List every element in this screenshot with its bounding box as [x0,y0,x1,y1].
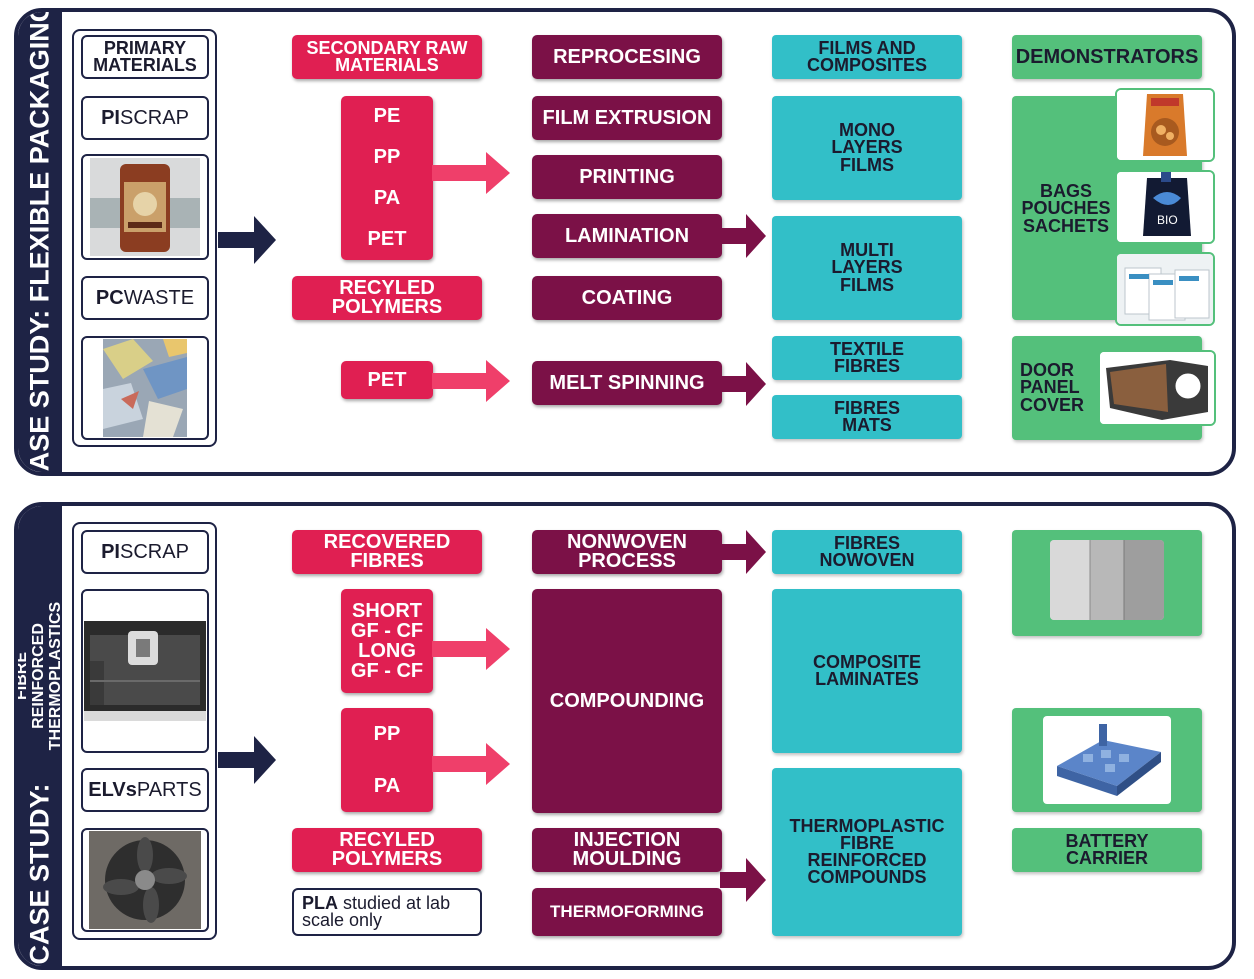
pet-fibre-polymer: PET [341,361,433,399]
demonstrators-header: DEMONSTRATORS [1012,35,1202,79]
pc-waste-rest: WASTE [123,286,195,309]
mono-layer-films: MONO LAYERS FILMS [772,96,962,200]
pc-waste-photo-frame [81,336,209,440]
battery-carrier-label: BATTERY CARRIER [1012,828,1202,872]
thermoforming-step: THERMOFORMING [532,888,722,936]
injection-moulding-step: INJECTION MOULDING [532,828,722,872]
door-panel-thumbnail [1098,350,1216,426]
recovered-fibres-header: RECOVERED FIBRES [292,530,482,574]
input-to-secondary-arrow [218,216,276,264]
pla-note: PLA studied at lab scale only [292,888,482,936]
pi-scrap-photo-frame [81,589,209,753]
reprocessing-header: REPROCESING [532,35,722,79]
pi-scrap-label: PI SCRAP [81,530,209,574]
panel-title: CASE STUDY: FLEXIBLE PACKAGING [24,8,55,476]
recycled-polymers-label: RECYLED POLYMERS [292,828,482,872]
snack-bag-thumbnail [1115,88,1215,162]
polymer-pa: PA [373,774,401,797]
films-composites-header: FILMS AND COMPOSITES [772,35,962,79]
composite-laminates-product: COMPOSITE LAMINATES [772,589,962,753]
pla-note-text: PLA studied at lab scale only [302,892,451,930]
printing-step: PRINTING [532,155,722,199]
fibres-nowoven-product: FIBRES NOWOVEN [772,530,962,574]
pi-scrap-bold: PI [101,540,120,563]
sachets-thumbnail [1115,252,1215,326]
pc-waste-bold: PC [95,286,124,309]
lamination-step: LAMINATION [532,214,722,258]
coating-step: COATING [532,276,722,320]
elvs-parts-label: ELVs PARTS [81,768,209,812]
melt-spinning-step: MELT SPINNING [532,361,722,405]
polymers-to-process-arrow [432,152,510,194]
polymer-pp: PP [373,146,401,168]
battery-carrier-photo-frame [1043,716,1171,804]
pi-scrap-photo-frame [81,154,209,260]
polymer-pp: PP [373,722,401,745]
fibre-types-list: SHORT GF - CF LONG GF - CF [341,589,433,693]
polymer-list: PE PP PA PET [341,96,433,260]
pi-scrap-photo [84,621,206,721]
pouch-photo: BIO [1117,172,1213,242]
panel-title-sub: FIBRE REINFORCED THERMOPLASTICS [14,601,64,751]
textile-fibres: TEXTILE FIBRES [772,336,962,380]
door-panel-cover-label: DOOR PANEL COVER [1020,360,1085,415]
input-to-recovered-arrow [218,736,276,784]
panel-sidebar: CASE STUDY: FLEXIBLE PACKAGING [18,12,62,472]
bags-pouches-sachets-label: BAGS POUCHES SACHETS [1021,181,1111,236]
multi-layer-films: MULTI LAYERS FILMS [772,216,962,320]
panel-title-main: CASE STUDY: [24,783,55,965]
pi-scrap-label: PI SCRAP [81,96,209,140]
compounding-step: COMPOUNDING [532,589,722,813]
pi-scrap-rest: SCRAP [120,540,189,563]
fibres-mats: FIBRES MATS [772,395,962,439]
thermoplastic-compounds-product: THERMOPLASTIC FIBRE REINFORCED COMPOUNDS [772,768,962,936]
nonwoven-process-step: NONWOVEN PROCESS [532,530,722,574]
elvs-parts-bold: ELVs [88,778,137,801]
pc-waste-label: PC WASTE [81,276,209,320]
elvs-parts-photo [89,831,201,929]
secondary-raw-materials-header: SECONDARY RAW MATERIALS [292,35,482,79]
lamination-to-films-arrow [720,214,766,258]
pla-bold: PLA [302,892,338,913]
panel-sidebar: CASE STUDY: FIBRE REINFORCED THERMOPLAST… [18,506,63,966]
elvs-parts-rest: PARTS [136,778,202,801]
polymers-to-compounding-arrow [432,743,510,785]
polymer-pe: PE [373,105,401,127]
sachets-photo [1117,254,1213,324]
nonwoven-sample-photo-frame [1050,540,1164,620]
pi-scrap-rest: SCRAP [120,106,189,129]
nonwoven-sample-photo [1050,540,1164,620]
moulding-to-compounds-arrow [720,858,766,902]
recycled-polymers-label: RECYLED POLYMERS [292,276,482,320]
pet-to-melt-spinning-arrow [432,360,510,402]
polymer-pet: PET [367,228,407,250]
pouch-thumbnail: BIO [1115,170,1215,244]
door-panel-photo [1100,352,1214,424]
film-extrusion-step: FILM EXTRUSION [532,96,722,140]
polymer-pa: PA [373,187,401,209]
melt-spinning-to-fibres-arrow [720,362,766,406]
matrix-polymer-list: PP PA [341,708,433,812]
pi-scrap-photo [90,158,200,256]
pi-scrap-bold: PI [101,106,120,129]
elvs-parts-photo-frame [81,828,209,932]
pla-rest: studied at lab scale only [302,892,451,930]
fibres-to-compounding-arrow [432,628,510,670]
pc-waste-photo [103,339,187,437]
battery-carrier-photo [1043,716,1171,804]
nonwoven-to-fibres-arrow [720,530,766,574]
pouch-brand-text: BIO [1157,213,1178,227]
snack-bag-photo [1117,90,1213,160]
primary-materials-label: PRIMARY MATERIALS [81,35,209,79]
